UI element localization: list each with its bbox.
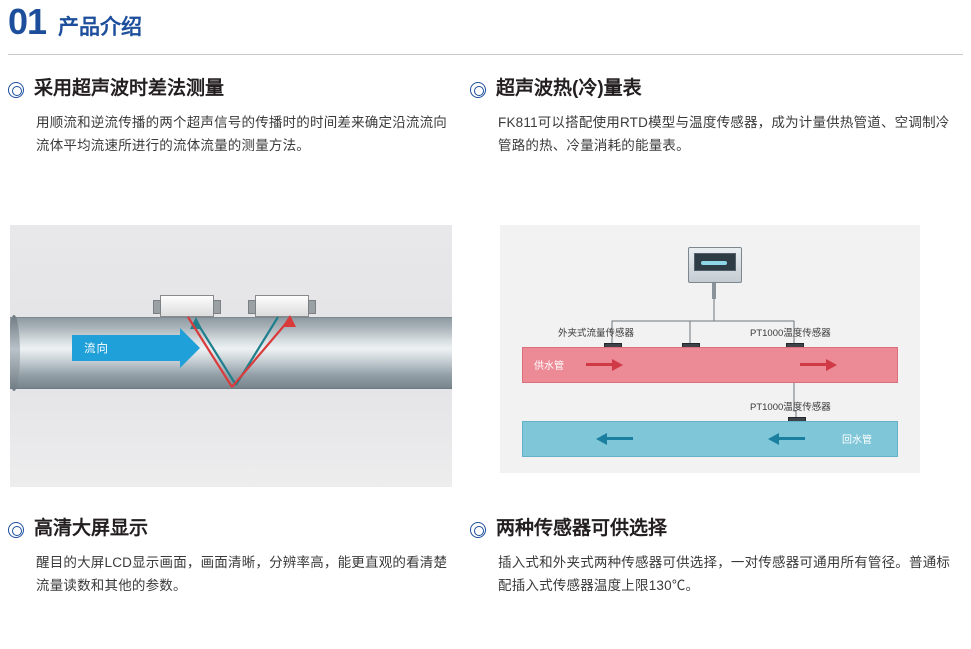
signal-ray-red-arrowhead [282,315,296,327]
signal-ray-red-up [231,320,289,388]
section-ultrasonic-time-difference: 采用超声波时差法测量 用顺流和逆流传播的两个超声信号的传播时的时间差来确定沿流流… [8,78,458,158]
wire-to-flow-sensor-2 [689,299,715,347]
section-body: FK811可以搭配使用RTD模型与温度传感器，成为计量供热管道、空调制冷管路的热… [498,114,950,154]
supply-flow-arrow-1 [612,359,623,371]
target-bullet-icon [470,522,486,539]
label-temp-sensor-top: PT1000温度传感器 [750,328,831,339]
return-pipe-label: 回水管 [842,435,872,446]
section-title: 两种传感器可供选择 [496,518,668,539]
pipe-left-end [10,315,20,391]
section-two-sensor-types: 两种传感器可供选择 插入式和外夹式两种传感器可供选择，一对传感器可通用所有管径。… [470,518,960,598]
signal-ray-teal-up [195,320,237,386]
section-body: 插入式和外夹式两种传感器可供选择，一对传感器可通用所有管径。普通标配插入式传感器… [498,554,951,594]
target-bullet-icon [470,82,486,99]
target-bullet-icon [8,522,24,539]
return-flow-arrow-bar-2 [779,437,805,440]
target-bullet-icon [8,82,24,99]
section-hd-large-screen: 高清大屏显示 醒目的大屏LCD显示画面，画面清晰，分辨率高，能更直观的看清楚流量… [8,518,458,598]
wire-to-temp-sensor-top [713,299,795,347]
flow-direction-label: 流向 [84,343,109,355]
page-header: 01 产品介绍 [8,4,963,40]
section-title: 超声波热(冷)量表 [496,78,642,99]
section-body: 用顺流和逆流传播的两个超声信号的传播时的时间差来确定沿流流向流体平均流速所进行的… [36,114,447,154]
signal-path-diagram [187,315,296,388]
supply-flow-arrow-bar-2 [800,363,826,366]
transducer-upstream [153,295,221,317]
supply-pipe-label: 供水管 [534,361,564,372]
supply-flow-arrow-bar-1 [586,363,612,366]
wire-to-flow-sensor [611,299,715,347]
section-title: 采用超声波时差法测量 [34,78,225,99]
meter-display-screen [694,253,736,271]
section-heading: 采用超声波时差法测量 [8,78,458,101]
heat-meter-device [688,247,742,283]
header-divider [8,54,963,55]
label-temp-sensor-mid: PT1000温度传感器 [750,402,831,413]
section-ultrasonic-heat-cool-meter: 超声波热(冷)量表 FK811可以搭配使用RTD模型与温度传感器，成为计量供热管… [470,78,960,158]
meter-stand [712,283,716,299]
section-heading: 超声波热(冷)量表 [470,78,960,101]
flow-direction-arrow: 流向 [72,328,200,368]
section-heading: 两种传感器可供选择 [470,518,960,541]
signal-ray-red-down [187,316,233,388]
label-flow-sensor: 外夹式流量传感器 [558,328,635,339]
return-pipe [522,421,898,457]
figure-heat-meter-schematic: 外夹式流量传感器 PT1000温度传感器 PT1000温度传感器 供水管 回水管 [500,225,920,473]
transducer-downstream [248,295,316,317]
section-body: 醒目的大屏LCD显示画面，画面清晰，分辨率高，能更直观的看清楚流量读数和其他的参… [36,554,448,594]
section-title: 高清大屏显示 [34,518,149,539]
return-flow-arrow-bar-1 [607,437,633,440]
section-heading: 高清大屏显示 [8,518,458,541]
figure-ultrasonic-pipe: 流向 [10,225,452,487]
return-flow-arrow-2 [768,433,779,445]
supply-flow-arrow-2 [826,359,837,371]
supply-pipe [522,347,898,383]
page-title: 产品介绍 [58,16,143,39]
return-flow-arrow-1 [596,433,607,445]
section-number: 01 [8,1,47,42]
